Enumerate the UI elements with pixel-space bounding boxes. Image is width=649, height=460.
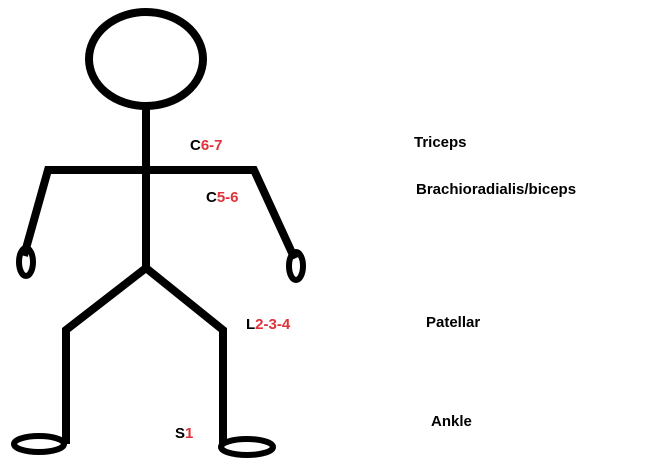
reflex-label-ankle: Ankle (431, 413, 472, 431)
leg-left (66, 268, 146, 440)
leg-right (146, 268, 223, 440)
level-prefix: S (175, 425, 185, 442)
level-prefix: C (190, 137, 201, 154)
level-numbers: 2-3-4 (255, 316, 290, 333)
level-prefix: L (246, 316, 255, 333)
level-prefix: C (206, 189, 217, 206)
foot-left (14, 436, 64, 452)
level-label-l2-3-4: L2-3-4 (246, 316, 290, 334)
arm-left (25, 170, 146, 252)
reflex-label-brachioradialis-biceps: Brachioradialis/biceps (416, 181, 576, 199)
level-label-s1: S1 (175, 425, 193, 443)
reflex-label-triceps: Triceps (414, 134, 467, 152)
level-label-c6-7: C6-7 (190, 137, 223, 155)
arm-right (146, 170, 293, 255)
level-label-c5-6: C5-6 (206, 189, 239, 207)
foot-right (221, 439, 273, 455)
level-numbers: 6-7 (201, 137, 223, 154)
reflex-label-patellar: Patellar (426, 314, 480, 332)
level-numbers: 1 (185, 425, 193, 442)
level-numbers: 5-6 (217, 189, 239, 206)
head (89, 12, 203, 106)
